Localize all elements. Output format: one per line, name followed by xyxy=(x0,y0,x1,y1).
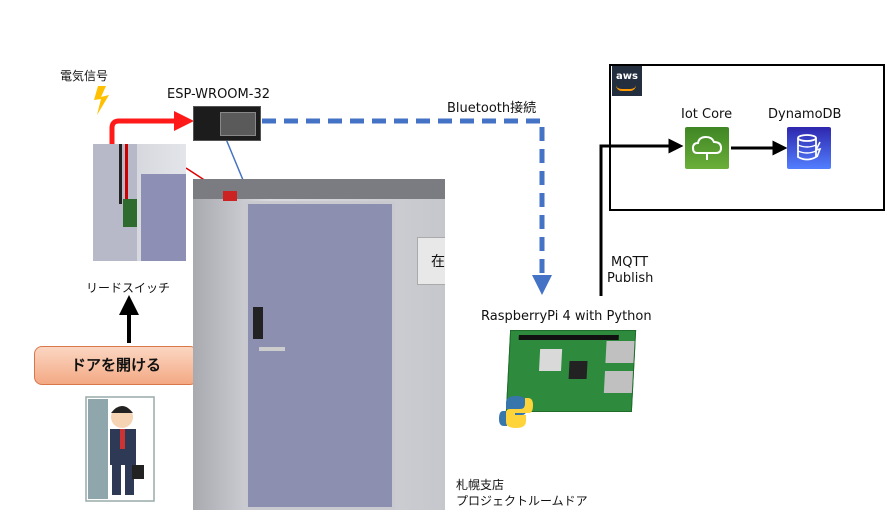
python-icon xyxy=(499,396,533,428)
publish-label: Publish xyxy=(607,271,654,286)
location-label-1: 札幌支店 xyxy=(456,478,505,492)
aws-logo-icon: aws xyxy=(612,66,642,96)
iot-core-icon xyxy=(685,127,729,169)
reed-switch-label: リードスイッチ xyxy=(86,281,171,295)
dynamodb-label: DynamoDB xyxy=(768,107,842,122)
signal-arrow xyxy=(109,111,194,146)
signal-label: 電気信号 xyxy=(60,69,109,83)
esp-wire-line xyxy=(225,138,244,181)
location-label-2: プロジェクトルームドア xyxy=(456,494,588,508)
lightning-icon xyxy=(94,86,109,115)
esp-module-image xyxy=(193,106,261,141)
bluetooth-label: Bluetooth接続 xyxy=(447,101,537,116)
esp-label: ESP-WROOM-32 xyxy=(167,87,270,102)
bluetooth-connection-line xyxy=(262,118,552,295)
aws-logo-text: aws xyxy=(616,71,638,82)
iot-core-label: Iot Core xyxy=(681,107,733,122)
rpi-label: RaspberryPi 4 with Python xyxy=(481,309,652,324)
reed-switch-photo xyxy=(93,144,186,261)
aws-cloud-box xyxy=(609,64,885,211)
dynamodb-icon xyxy=(787,127,831,169)
door-sign-text: 在 xyxy=(431,254,445,270)
person-icon xyxy=(85,396,155,502)
door-photo: 在 xyxy=(193,179,445,510)
open-door-callout: ドアを開ける xyxy=(34,346,198,385)
mqtt-label: MQTT xyxy=(611,255,649,270)
mqtt-publish-arrow xyxy=(599,138,684,296)
